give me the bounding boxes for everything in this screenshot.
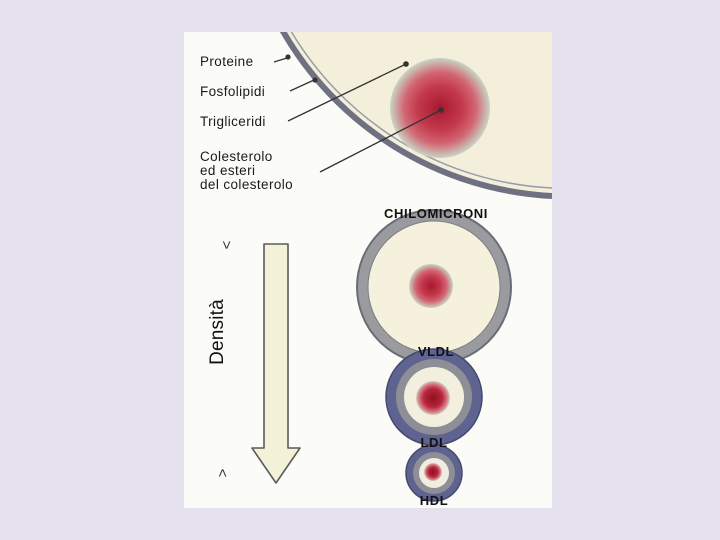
pointer-dot-fosfolipidi [312, 77, 318, 83]
density-axis-label: Densità [207, 299, 228, 365]
caption-hdl: HDL [419, 493, 449, 508]
caption-chilomicroni: CHILOMICRONI [384, 206, 488, 221]
pointer-dot-trigliceridi [403, 61, 409, 67]
diagram-canvas [251, 32, 552, 502]
density-arrow [251, 243, 301, 484]
chilomicron-shell-outline [280, 32, 552, 199]
density-greater-symbol: > [214, 468, 232, 478]
pointer-trigliceridi [287, 63, 407, 122]
label-colesterolo-line-1: Colesterolo [200, 149, 273, 164]
caption-vldl: VLDL [417, 344, 455, 359]
hdl-particle [405, 444, 463, 502]
label-colesterolo-line-3: del colesterolo [200, 177, 294, 192]
label-proteine: Proteine [200, 54, 254, 69]
pointer-dot-colesterolo [438, 107, 444, 113]
chilomicron-shell-inner-line [290, 32, 552, 189]
caption-ldl: LDL [420, 435, 448, 450]
pointer-dot-proteine [285, 54, 291, 60]
label-trigliceridi: Trigliceridi [200, 114, 266, 129]
label-colesterolo: Colesterolo ed esteri del colesterolo [200, 150, 340, 192]
ldl-particle [385, 348, 483, 446]
label-fosfolipidi: Fosfolipidi [200, 84, 266, 99]
pointer-colesterolo [319, 109, 442, 173]
density-less-symbol: < [218, 240, 236, 250]
lipoprotein-figure: Proteine Fosfolipidi Trigliceridi Colest… [184, 32, 552, 508]
vldl-particle [356, 209, 512, 365]
pointer-fosfolipidi [289, 79, 315, 92]
label-colesterolo-line-2: ed esteri [200, 163, 256, 178]
pointer-proteine [273, 57, 288, 63]
